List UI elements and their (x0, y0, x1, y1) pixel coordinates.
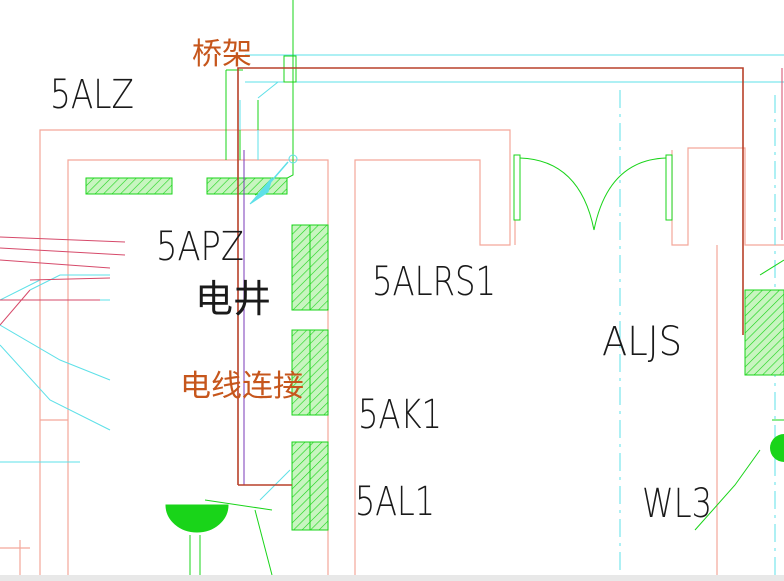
cable-tray-label: 桥架 (192, 37, 252, 72)
electrical-shaft-label: 电井 (195, 277, 271, 321)
cyan-arrow-icon (249, 154, 298, 205)
tray-block-left (85, 177, 173, 195)
double-swing-door-icon (513, 154, 673, 231)
circuit-label-wl3: WL3 (642, 481, 712, 527)
wire-connection-label: 电线连接 (180, 369, 304, 404)
panel-label-5alz: 5ALZ (50, 72, 134, 118)
right-lamp-icon (770, 434, 784, 462)
panel-label-5apz: 5APZ (156, 224, 244, 270)
semicircle-lamp-icon (165, 504, 229, 533)
panel-label-aljs: ALJS (602, 319, 682, 365)
panel-label-5alrs1: 5ALRS1 (372, 259, 496, 305)
tray-block-right (206, 177, 288, 195)
cable-tray-blocks (85, 177, 784, 531)
bottom-scroll-strip[interactable] (0, 575, 784, 581)
panel-label-5ak1: 5AK1 (358, 392, 442, 438)
panel-block-aljs (744, 289, 784, 376)
wiring-routes (0, 67, 783, 486)
panel-label-5al1: 5AL1 (355, 479, 435, 525)
